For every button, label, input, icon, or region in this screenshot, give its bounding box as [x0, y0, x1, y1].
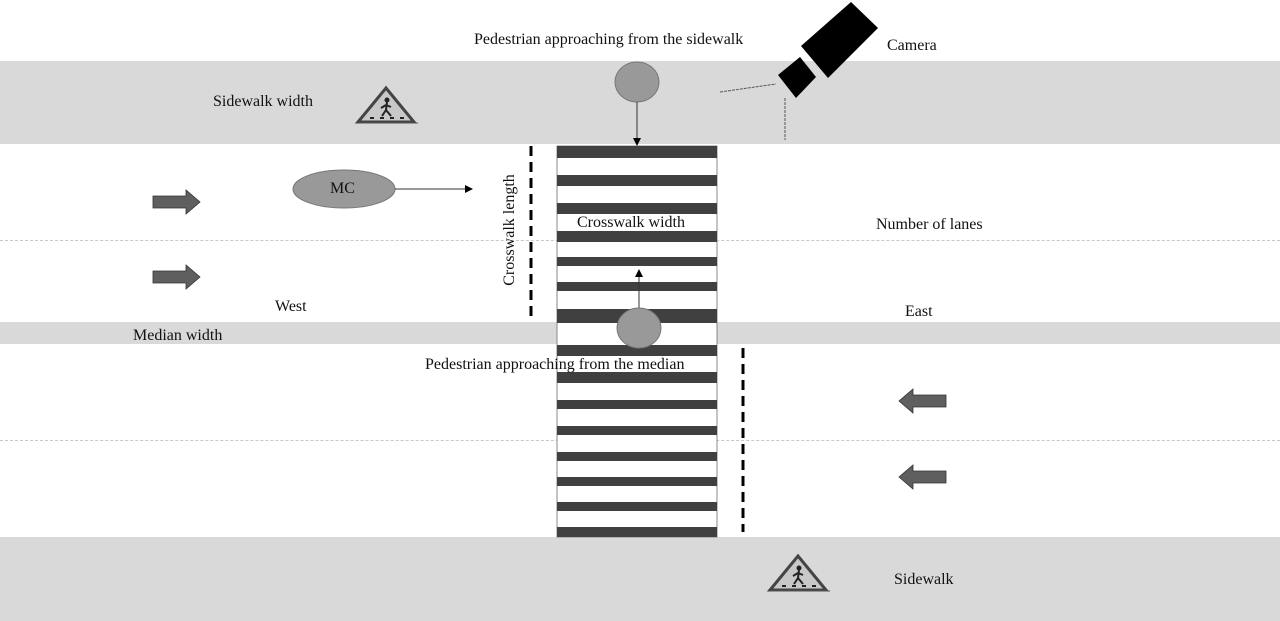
east-label: East	[905, 303, 933, 320]
pedestrian-sidewalk-label: Pedestrian approaching from the sidewalk	[474, 31, 744, 48]
crosswalk-stripe	[557, 146, 717, 158]
west-label: West	[275, 298, 307, 315]
crosswalk-stripe	[557, 257, 717, 266]
crosswalk-stripe	[557, 203, 717, 214]
pedestrian-sidewalk-marker	[614, 61, 660, 103]
pedestrian-median-label: Pedestrian approaching from the median	[425, 356, 685, 373]
number-of-lanes-label: Number of lanes	[876, 216, 983, 233]
crosswalk-stripe	[557, 502, 717, 511]
camera-icon	[719, 2, 878, 140]
median-width-label: Median width	[133, 327, 223, 344]
sidewalk-label: Sidewalk	[894, 571, 954, 588]
camera-label: Camera	[887, 37, 937, 54]
crosswalk-stripe	[557, 452, 717, 461]
crosswalk-stripe	[557, 372, 717, 383]
lane-arrow-icon-west-1	[898, 388, 947, 414]
crosswalk-stripe	[557, 527, 717, 537]
bottom-sidewalk	[0, 537, 1280, 621]
pedestrian-crossing-sign-icon-top	[354, 85, 418, 124]
sidewalk-width-label: Sidewalk width	[213, 93, 313, 110]
crosswalk-stripe	[557, 426, 717, 435]
crosswalk-stripe	[557, 477, 717, 486]
pedestrian-crossing-sign-icon-bottom	[766, 553, 830, 592]
crosswalk-length-label: Crosswalk length	[501, 174, 518, 286]
crosswalk-width-label: Crosswalk width	[577, 214, 685, 231]
pedestrian-median-marker	[616, 307, 662, 349]
crosswalk-stripe	[557, 400, 717, 409]
lane-arrow-icon-west-2	[898, 464, 947, 490]
crosswalk-stripe	[557, 175, 717, 186]
lane-arrow-icon-east-2	[152, 264, 201, 290]
crosswalk-stripe	[557, 282, 717, 291]
crosswalk-stripe	[557, 231, 717, 242]
crosswalk-stripe	[557, 345, 717, 356]
lane-arrow-icon-east-1	[152, 189, 201, 215]
mc-label: MC	[330, 180, 355, 197]
